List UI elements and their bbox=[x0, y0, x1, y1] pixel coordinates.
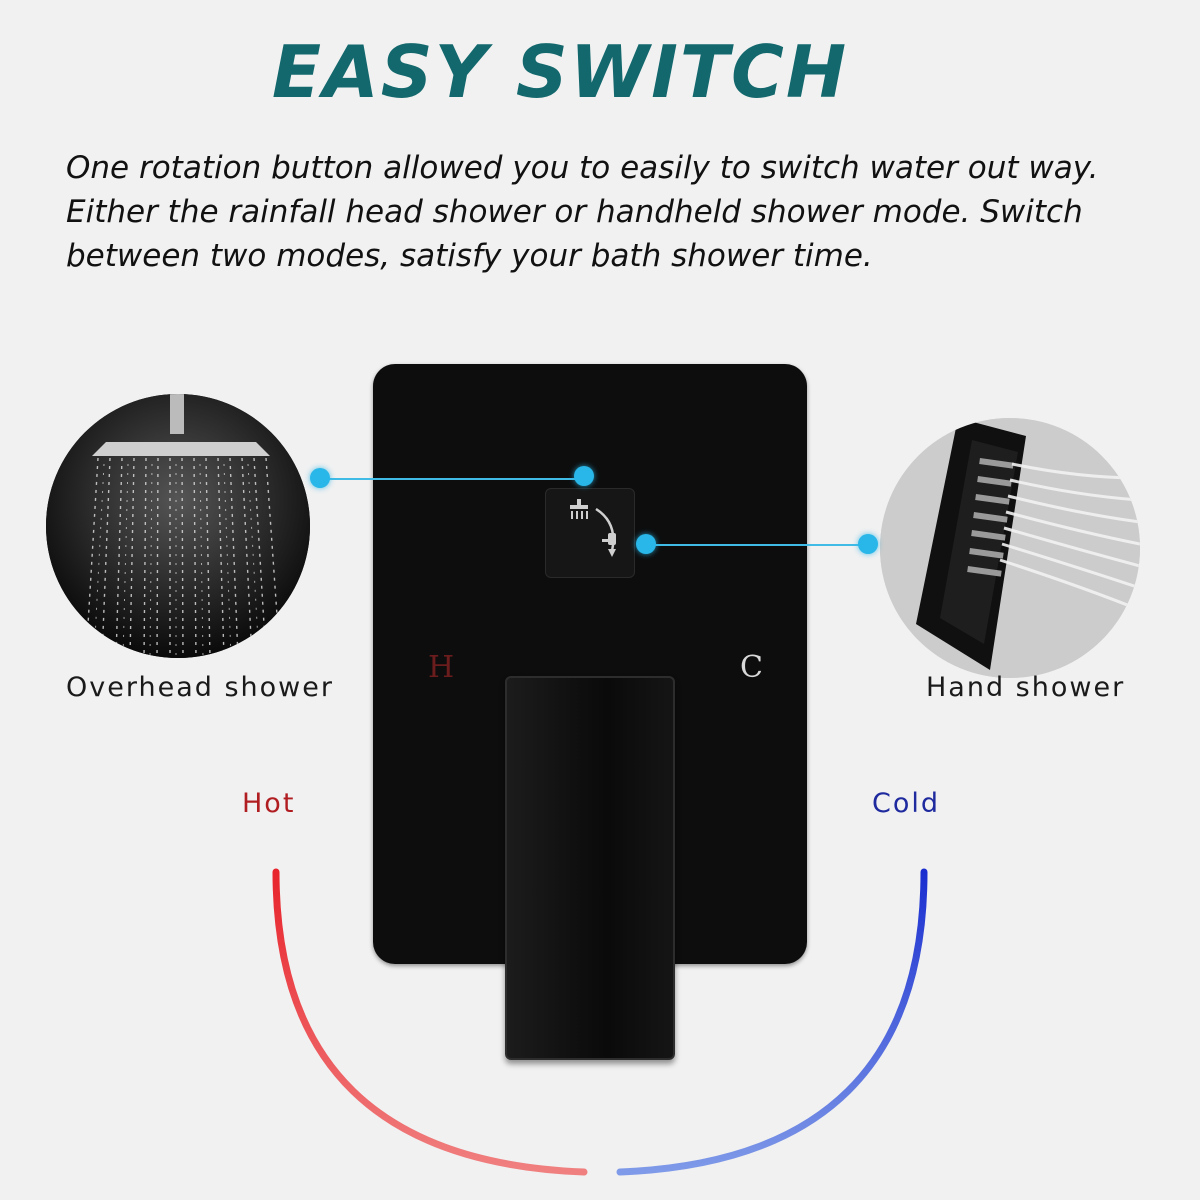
handheld-shower-icon bbox=[880, 418, 1140, 678]
overhead-shower-label: Overhead shower bbox=[66, 672, 334, 703]
rainfall-shower-head-icon bbox=[46, 394, 310, 658]
cold-arc bbox=[616, 868, 928, 1176]
hand-connector-line bbox=[646, 544, 868, 546]
hand-shower-label: Hand shower bbox=[926, 672, 1126, 703]
hand-callout-dot-knob bbox=[636, 534, 656, 554]
cold-label: Cold bbox=[872, 788, 941, 819]
rotation-arrow-icon bbox=[595, 507, 615, 552]
overhead-connector-line bbox=[320, 478, 584, 480]
description-line-3: between two modes, satisfy your bath sho… bbox=[66, 238, 873, 274]
hand-mode-icon bbox=[602, 533, 616, 545]
hot-arc bbox=[272, 868, 588, 1176]
page-title: EASY SWITCH bbox=[271, 30, 849, 114]
overhead-callout-dot-knob bbox=[574, 466, 594, 486]
description-line-1: One rotation button allowed you to easil… bbox=[66, 150, 1099, 186]
diverter-knob[interactable] bbox=[545, 488, 635, 578]
overhead-mode-icon bbox=[570, 499, 588, 519]
feature-description: One rotation button allowed you to easil… bbox=[66, 146, 1176, 278]
hot-indicator: H bbox=[428, 650, 455, 685]
hand-callout-dot-right bbox=[858, 534, 878, 554]
cold-indicator: C bbox=[740, 650, 763, 685]
hot-label: Hot bbox=[242, 788, 296, 819]
mixer-lever-handle[interactable] bbox=[505, 676, 675, 1060]
description-line-2: Either the rainfall head shower or handh… bbox=[66, 194, 1083, 230]
overhead-callout-dot-left bbox=[310, 468, 330, 488]
